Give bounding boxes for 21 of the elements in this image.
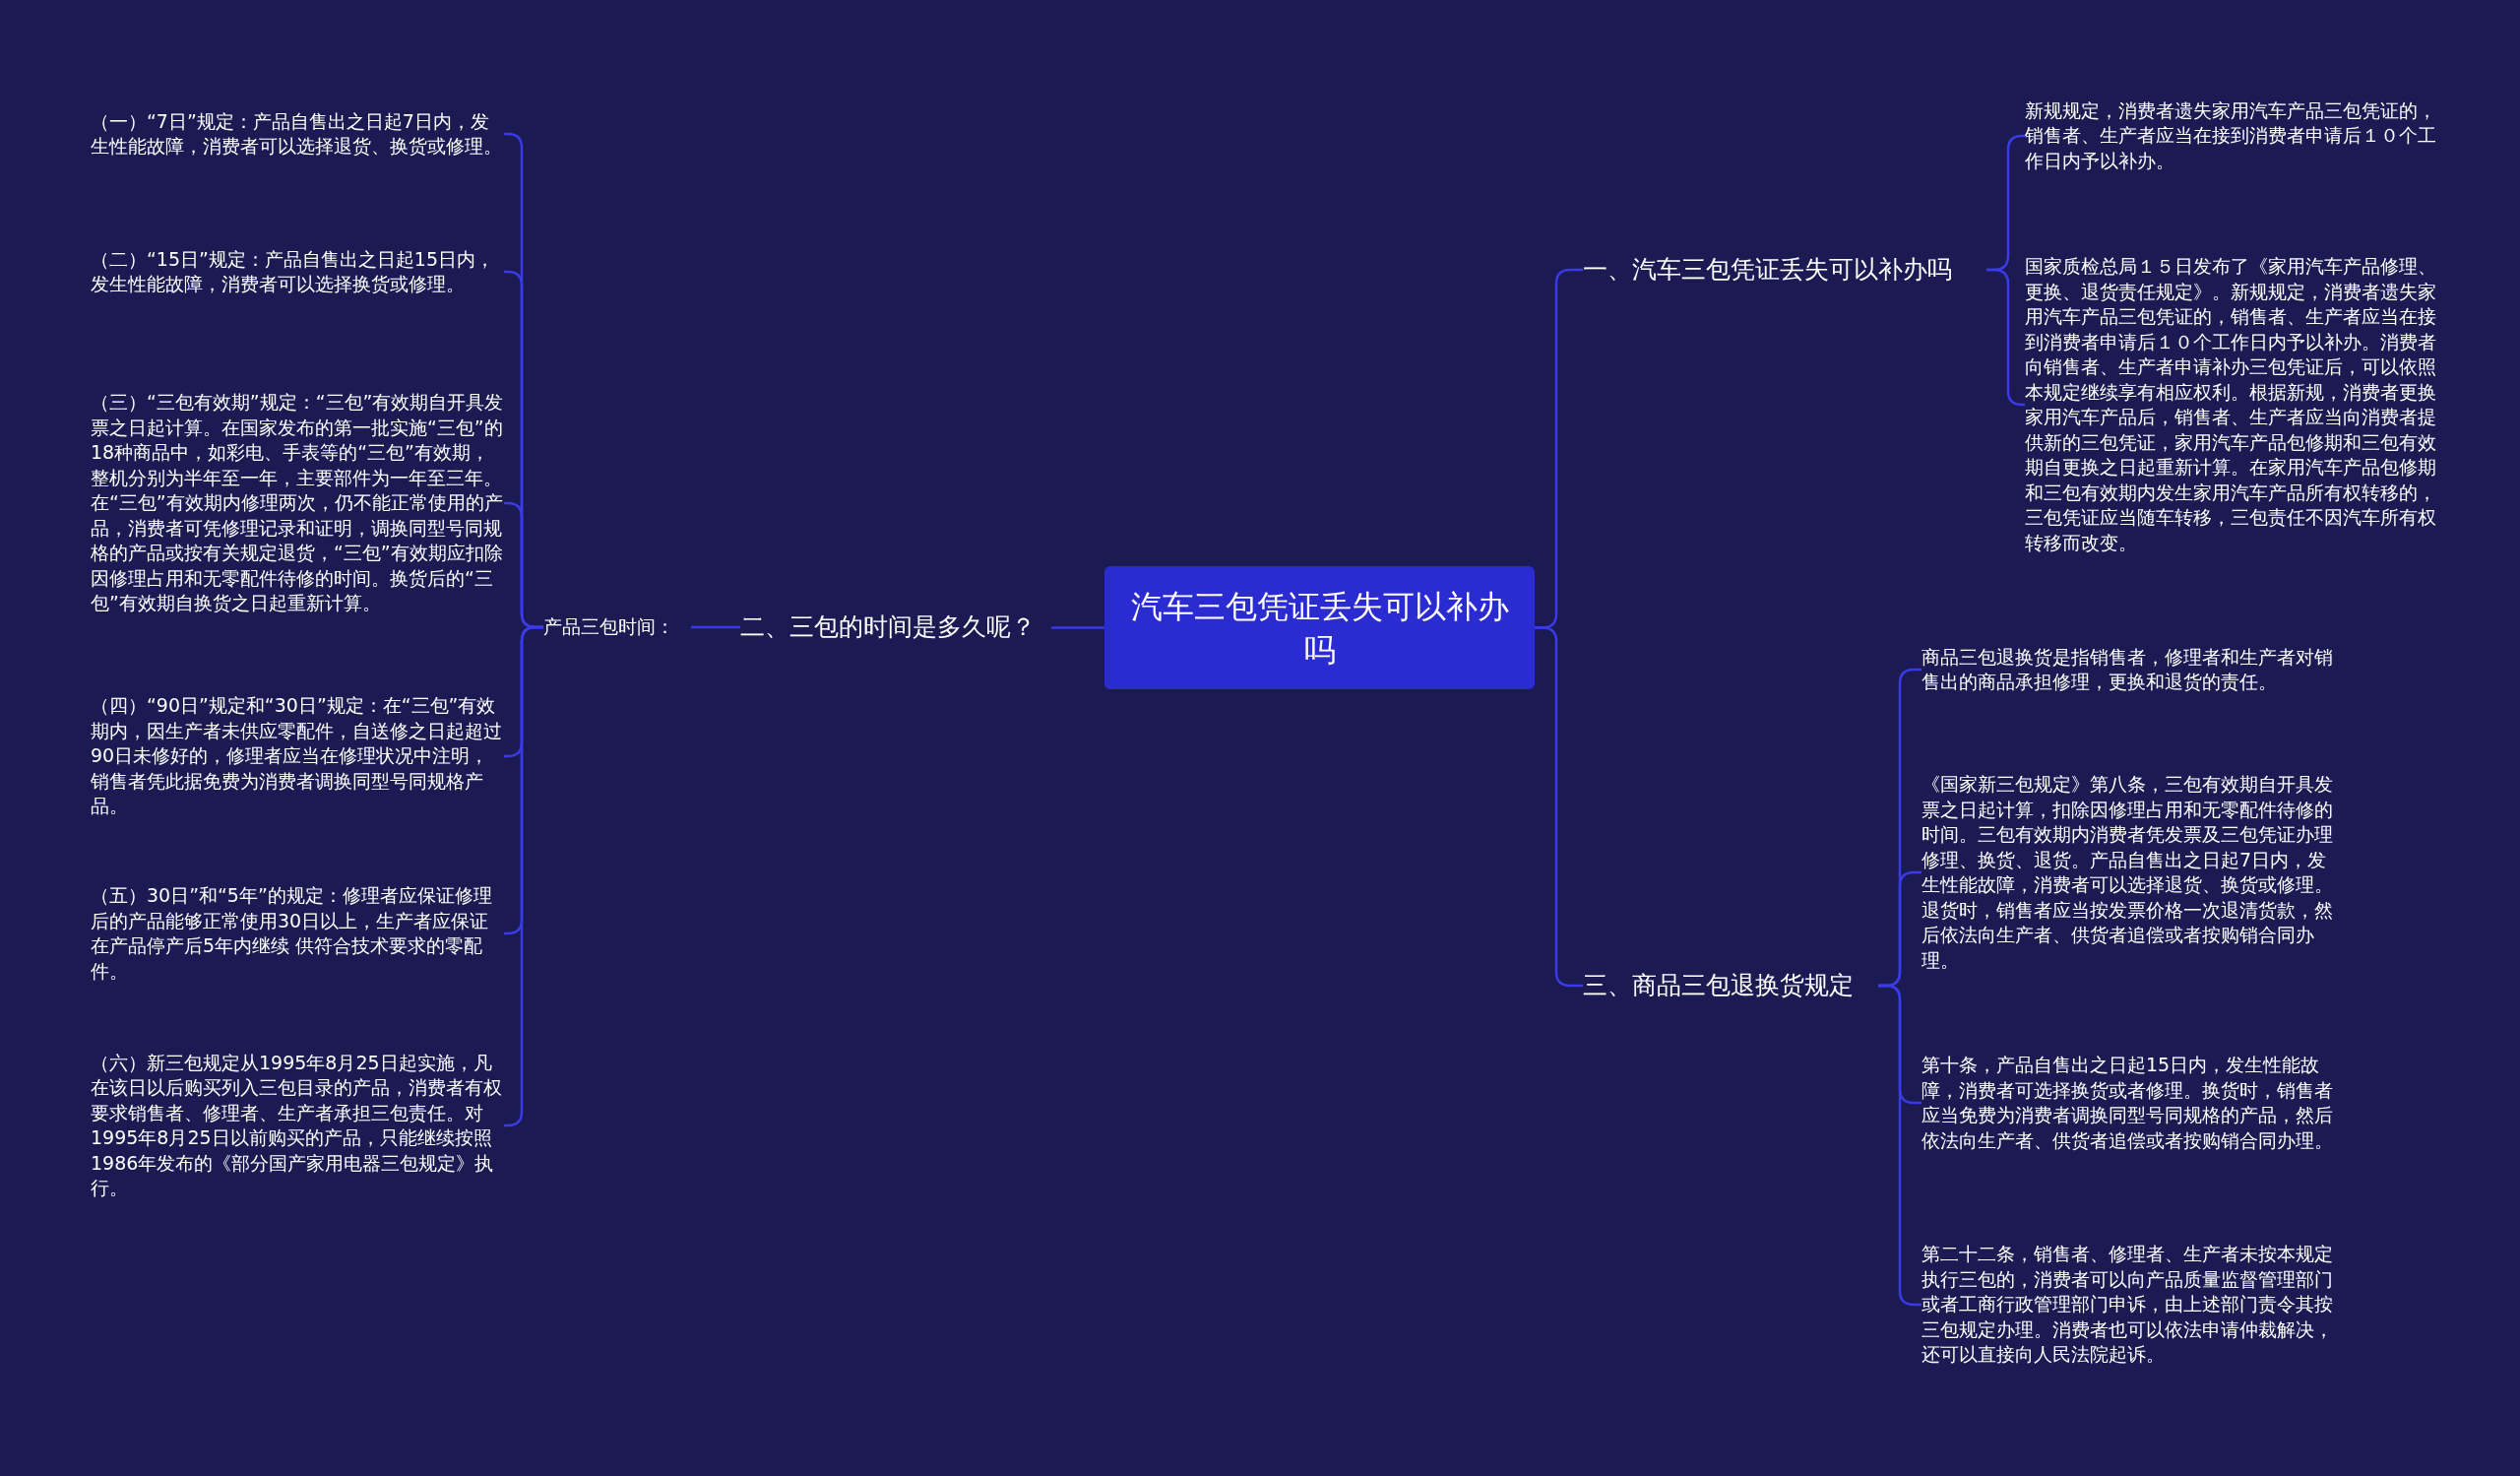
- detail-text: （二）“15日”规定：产品自售出之日起15日内，发生性能故障，消费者可以选择换货或修理。: [91, 246, 496, 296]
- detail-text: （六）新三包规定从1995年8月25日起实施，凡在该日以后购买列入三包目录的产品，消费者有权要求销售者、修理者、生产者承担三包责任。对1995年8月25日以前购买的产品，只能继续按照1986年发布的《部分国产家用电器三包规定》执行。: [91, 1050, 503, 1200]
- branch-topic: 三、商品三包退换货规定: [1583, 970, 1854, 1001]
- branch-topic: 二、三包的时间是多久呢？: [740, 611, 1036, 643]
- connector-line: [691, 625, 740, 629]
- detail-text: （五）30日”和“5年”的规定：修理者应保证修理后的产品能够正常使用30日以上，生产者应保证在产品停产后5年内继续 供符合技术要求的零配件。: [91, 883, 493, 984]
- subtopic-label: 产品三包时间：: [543, 614, 674, 639]
- detail-text: 商品三包退换货是指销售者，修理者和生产者对销售出的商品承担修理，更换和退货的责任。: [1922, 644, 2334, 694]
- detail-text: （三）“三包有效期”规定：“三包”有效期自开具发票之日起计算。在国家发布的第一批实施“三包”的18种商品中，如彩电、手表等的“三包”有效期，整机分别为半年至一年，主要部件为一年至三年。在“三包”有效期内修理两次，仍不能正常使用的产品，消费者可凭修理记录和证明，调换同型号同规格的产品或按有关规定退货，“三包”有效期应扣除因修理占用和无零配件待修的时间。换货后的“三包”有效期自换货之日起重新计算。: [91, 390, 504, 616]
- detail-text: 新规规定，消费者遗失家用汽车产品三包凭证的，销售者、生产者应当在接到消费者申请后１０个工作日内予以补办。: [2025, 97, 2437, 173]
- detail-text: 第十条，产品自售出之日起15日内，发生性能故障，消费者可选择换货或者修理。换货时，销售者应当免费为消费者调换同型号同规格的产品，然后依法向生产者、供货者追偿或者按购销合同办理。: [1922, 1053, 2334, 1153]
- central-topic-text: 汽车三包凭证丢失可以补办吗: [1129, 586, 1510, 671]
- connector-line: [1051, 626, 1104, 629]
- detail-text: （四）“90日”规定和“30日”规定：在“三包”有效期内，因生产者未供应零配件，自送修之日起超过90日未修好的，修理者应当在修理状况中注明，销售者凭此据免费为消费者调换同型号同规格产品。: [91, 693, 503, 819]
- detail-text: （一）“7日”规定：产品自售出之日起7日内，发生性能故障，消费者可以选择退货、换货或修理。: [91, 108, 503, 159]
- connector-line: [1986, 268, 2025, 407]
- detail-text: 《国家新三包规定》第八条，三包有效期自开具发票之日起计算，扣除因修理占用和无零配件待修的时间。三包有效期内消费者凭发票及三包凭证办理修理、换货、退货。产品自售出之日起7日内，发生性能故障，消费者可以选择退货、换货或修理。退货时，销售者应当按发票价格一次退清货款，然后依法向生产者、供货者追偿或者按购销合同办理。: [1922, 772, 2334, 973]
- detail-text: 第二十二条，销售者、修理者、生产者未按本规定执行三包的，消费者可以向产品质量监督管理部门或者工商行政管理部门申诉，由上述部门责令其按三包规定办理。消费者也可以依法申请仲裁解决，还可以直接向人民法院起诉。: [1922, 1242, 2334, 1368]
- central-topic-box: [1104, 566, 1535, 689]
- detail-text: 国家质检总局１５日发布了《家用汽车产品修理、更换、退货责任规定》。新规规定，消费者遗失家用汽车产品三包凭证的，销售者、生产者应当在接到消费者申请后１０个工作日内予以补办。消费者向销售者、生产者申请补办三包凭证后，可以依照本规定继续享有相应权利。根据新规，消费者更换家用汽车产品后，销售者、生产者应当向消费者提供新的三包凭证，家用汽车产品包修期和三包有效期自更换之日起重新计算。在家用汽车产品包修期和三包有效期内发生家用汽车产品所有权转移的，三包凭证应当随车转移，三包责任不因汽车所有权转移而改变。: [2025, 254, 2437, 555]
- branch-topic: 一、汽车三包凭证丢失可以补办吗: [1583, 254, 1952, 286]
